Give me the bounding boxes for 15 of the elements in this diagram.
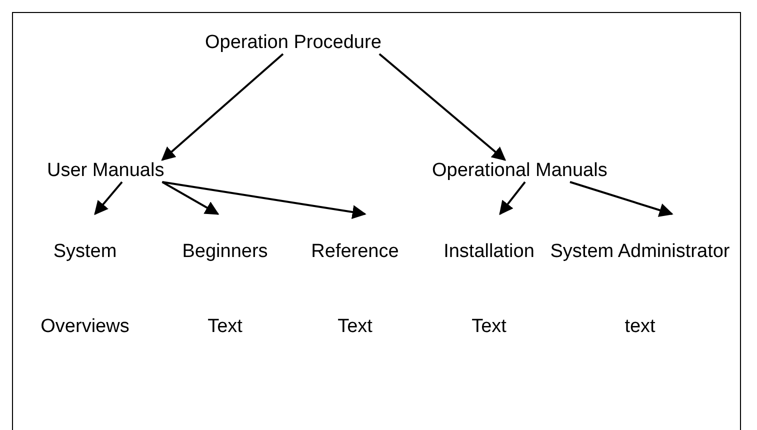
- text-label: Reference Text: [300, 214, 410, 364]
- arrow: [378, 53, 506, 161]
- text-label: System Overviews: [35, 214, 135, 364]
- arrow: [161, 53, 284, 161]
- text-label: System Administrator text: [545, 214, 735, 364]
- arrow: [94, 181, 123, 216]
- text-label: Operation Procedure: [205, 32, 382, 54]
- arrow: [162, 181, 366, 219]
- text-label: Operational Manuals: [432, 160, 608, 182]
- text-label: Beginners Text: [170, 214, 280, 364]
- text-label: User Manuals: [47, 160, 164, 182]
- arrow: [162, 181, 220, 215]
- text-label: Installation Text: [434, 214, 544, 364]
- arrow: [570, 181, 674, 217]
- arrow: [499, 181, 526, 216]
